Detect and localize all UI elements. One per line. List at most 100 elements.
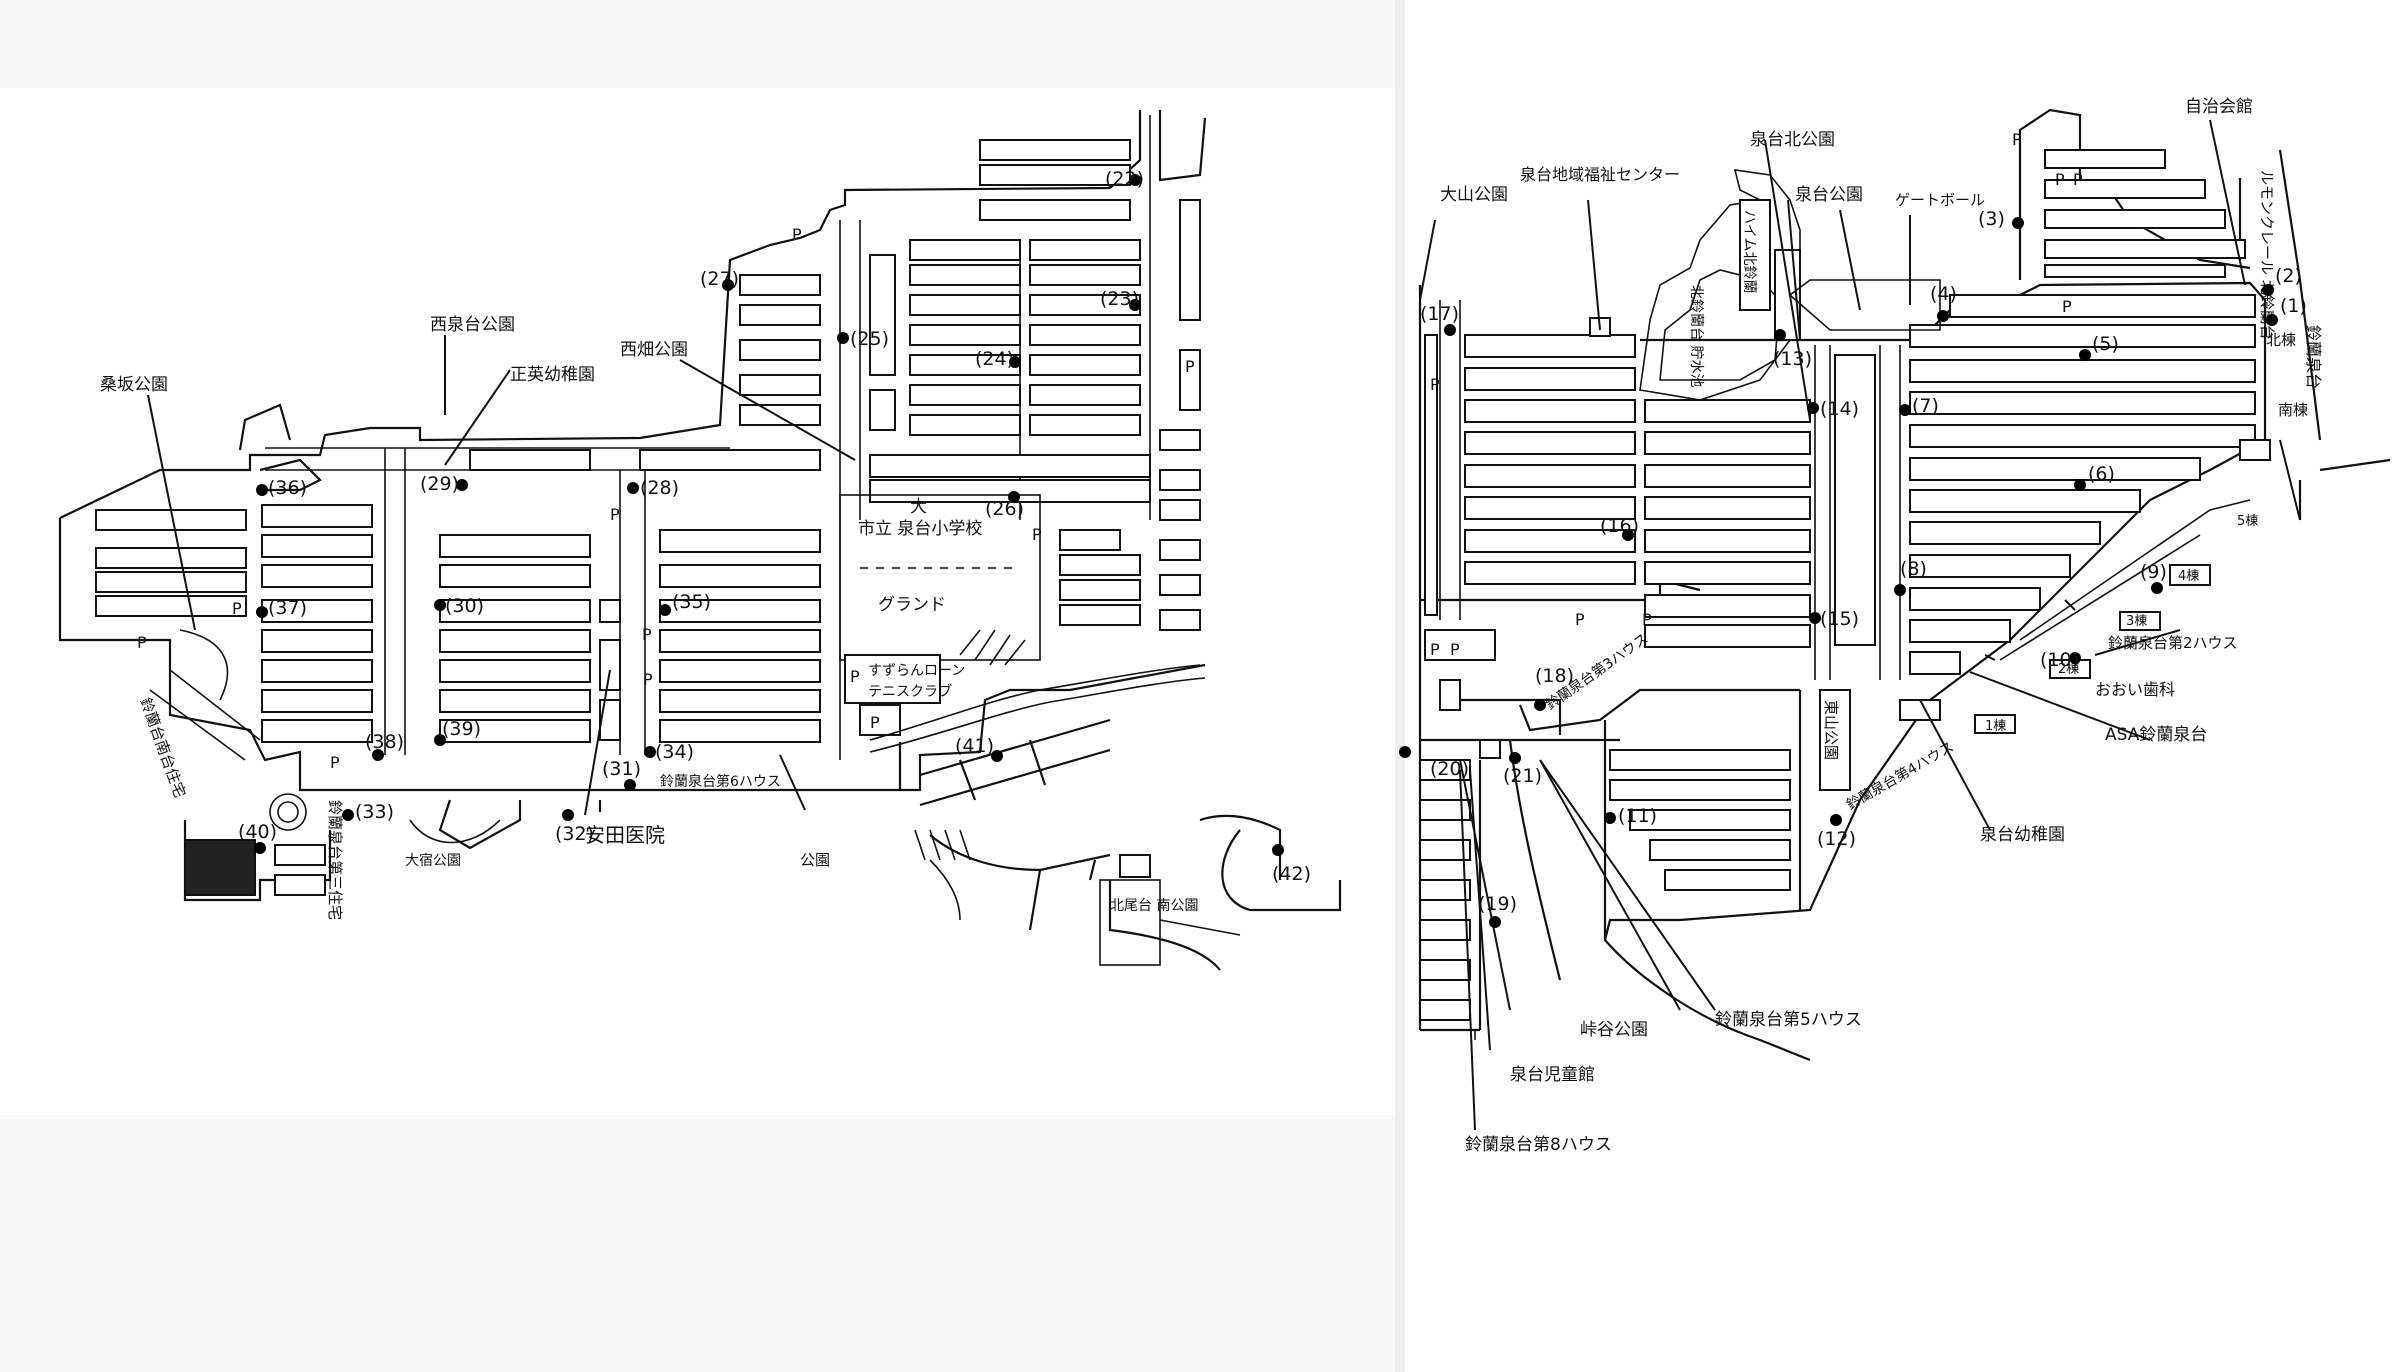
pond [1639, 169, 1801, 401]
parking-mark: P [330, 753, 340, 772]
left-blocks-west [95, 449, 821, 743]
roundabout-outer [269, 793, 307, 831]
kitao-park-box [1099, 879, 1161, 966]
parking-mark: P [2055, 170, 2065, 189]
parking-mark: P [610, 505, 620, 524]
marker-15: (15) [1820, 608, 1859, 630]
right-vertical-streets [1439, 300, 1901, 1040]
label-tennis-1: すずらんローン [868, 663, 965, 679]
label-building4: 4棟 [2178, 569, 2199, 584]
label-higashiyama-park: 東山公園 [1822, 700, 1840, 760]
label-fukushi-center: 泉台地域福祉センター [1520, 165, 1680, 184]
left-southeast-roads [919, 718, 1342, 971]
marker-42: (42) [1272, 863, 1311, 885]
label-school-dai: 大 [910, 497, 927, 517]
right-leaders [1419, 119, 2301, 1131]
marker-6: (6) [2088, 463, 2115, 485]
marker-37: (37) [268, 597, 307, 619]
marker-35: (35) [672, 591, 711, 613]
marker-12: (12) [1817, 828, 1856, 850]
right-parking-marks: P P P P P P P P P [1430, 130, 2083, 659]
marker-21: (21) [1503, 765, 1542, 787]
marker-10: (10) [2040, 649, 2079, 671]
scan-margin-top [0, 0, 1395, 88]
label-yasuda-clinic: 安田医院 [585, 823, 665, 847]
label-house5: 鈴蘭泉台第5ハウス [1715, 1010, 1862, 1030]
label-toge-park: 峠谷公園 [1580, 1020, 1648, 1040]
label-house6: 鈴蘭泉台第6ハウス [660, 773, 781, 790]
marker-26: (26) [985, 498, 1024, 520]
building-4 [2169, 564, 2211, 586]
marker-30: (30) [445, 595, 484, 617]
parking-mark: P [1642, 610, 1652, 629]
building-3 [2119, 611, 2161, 631]
marker-39: (39) [442, 718, 481, 740]
marker-19: (19) [1478, 893, 1517, 915]
label-house8: 鈴蘭泉台第8ハウス [1465, 1135, 1612, 1155]
parking-mark: P [1430, 640, 1440, 659]
label-oyama-park: 大山公園 [1440, 185, 1508, 205]
left-markers: (22) (23) (24) (25) (26) (27) (28) (29) … [238, 168, 1311, 885]
right-blocks-west [1424, 334, 1876, 648]
marker-5: (5) [2092, 333, 2119, 355]
left-northwest-edge [238, 403, 322, 492]
label-nishibata-park: 西畑公園 [620, 340, 688, 360]
marker-32: (32) [555, 823, 594, 845]
label-building5: 5棟 [2237, 514, 2258, 529]
marker-11: (11) [1618, 805, 1657, 827]
marker-28: (28) [640, 477, 679, 499]
building-1 [1974, 714, 2016, 734]
label-minami-tou: 南棟 [2278, 401, 2308, 419]
parking-mark: P [870, 713, 880, 732]
label-house4: 鈴蘭泉台第4ハウス [1844, 738, 1957, 813]
label-jidoukan: 泉台児童館 [1510, 1065, 1595, 1085]
scan-gutter [1395, 0, 1405, 1372]
kuwazaka-park-curve [179, 629, 229, 701]
diagonal-road [1999, 499, 2251, 661]
marker-27: (27) [700, 268, 739, 290]
label-house2: 鈴蘭泉台第2ハウス [2108, 634, 2238, 652]
label-kuwazaka-park: 桑坂公園 [100, 375, 168, 395]
marker-8: (8) [1900, 558, 1927, 580]
right-map: P P P P P P P P P 自治会館 ルモンクレール 北鈴蘭台 泉台北公… [1399, 97, 2391, 1155]
parking-mark: P [850, 667, 860, 686]
right-south-roads [1420, 688, 1802, 1032]
label-housing3: 鈴蘭泉台第三住宅 [326, 800, 344, 920]
label-yadori-park: 大宿公園 [405, 852, 461, 869]
marker-22: (22) [1105, 168, 1144, 190]
parking-mark: P [2062, 297, 2072, 316]
left-blocks-northeast [739, 139, 1201, 631]
parking-mark: P [232, 599, 242, 618]
label-gateball: ゲートボール [1895, 191, 1985, 209]
label-school: 市立 泉台小学校 [858, 519, 982, 539]
label-asa: ASA鈴蘭泉台 [2105, 725, 2207, 745]
parking-mark: P [137, 633, 147, 652]
right-markers: (1) (2) (3) (4) (5) (6) (7) (8) (9) (10)… [1399, 208, 2307, 928]
label-kitao-park: 北尾台 南公園 [1110, 898, 1198, 914]
left-southeast-hatch [914, 829, 1241, 936]
parking-mark: P [1032, 525, 1042, 544]
right-blocks-east [1909, 149, 2256, 675]
marker-13: (13) [1773, 348, 1812, 370]
right-labels: 自治会館 ルモンクレール 北鈴蘭台 泉台北公園 泉台地域福祉センター 泉台公園 … [1440, 97, 2323, 1155]
park-area [1788, 279, 1941, 331]
marker-29: (29) [420, 473, 459, 495]
yadori-park-arc [409, 819, 501, 844]
parking-mark: P [1575, 610, 1585, 629]
label-building1: 1棟 [1985, 719, 2006, 734]
label-building3: 3棟 [2126, 614, 2147, 629]
label-tennis-2: テニスクラブ [868, 683, 952, 700]
small-block-a [274, 844, 326, 866]
label-haimu: ハイム北鈴蘭 [1741, 210, 1757, 293]
right-blocks-south [1419, 629, 1941, 1021]
apartment-block-lines [149, 669, 261, 761]
marker-40: (40) [238, 821, 277, 843]
marker-9: (9) [2140, 561, 2167, 583]
parking-mark: P [643, 670, 653, 689]
scan-margin-bottom [0, 1115, 1395, 1372]
parking-mark: P [642, 625, 652, 644]
building-5 [2239, 439, 2271, 461]
shrine-box [1119, 854, 1151, 878]
label-izumidai-park: 泉台公園 [1795, 185, 1863, 205]
